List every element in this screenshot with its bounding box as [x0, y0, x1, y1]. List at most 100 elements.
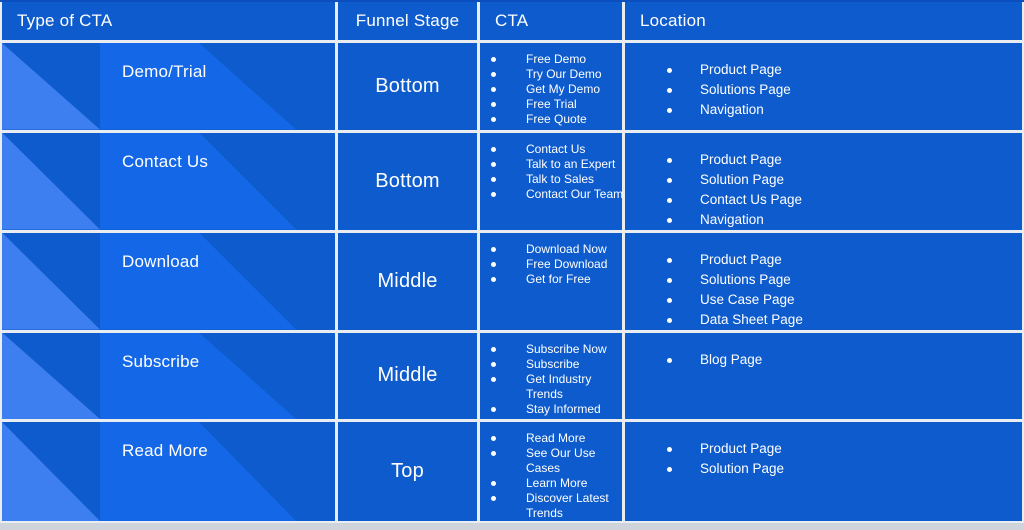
cta-item: Talk to an Expert: [491, 157, 622, 172]
bullet-icon: [667, 217, 672, 223]
location-item: Solutions Page: [667, 270, 1022, 290]
cta-item-label: Contact Us: [526, 141, 586, 156]
location-item-label: Product Page: [700, 251, 782, 267]
type-of-cta-label: Read More: [122, 441, 208, 460]
bullet-icon: [491, 346, 496, 352]
type-of-cta-cell: Read More: [2, 422, 335, 521]
type-of-cta-cell: Download: [2, 232, 335, 330]
bullet-icon: [491, 436, 496, 441]
cta-item: Download Now: [491, 242, 622, 257]
cta-item-label: Download Now: [526, 241, 607, 256]
location-item: Product Page: [667, 250, 1022, 270]
location-item: Product Page: [667, 439, 1022, 459]
type-of-cta-label: Contact Us: [122, 151, 209, 171]
location-cell: Blog Page: [625, 332, 1022, 419]
funnel-stage-cell: Middle: [338, 332, 477, 419]
location-item-label: Product Page: [700, 151, 782, 167]
location-item-label: Product Page: [700, 441, 782, 456]
cta-item: Free Download: [491, 257, 622, 272]
cta-item: Subscribe: [491, 357, 622, 372]
bullet-icon: [491, 146, 496, 152]
cta-item-label: Learn More: [526, 476, 588, 490]
bullet-icon: [667, 68, 672, 73]
cta-item-label: Talk to an Expert: [526, 156, 616, 171]
location-item: Data Sheet Page: [667, 310, 1022, 330]
type-of-cta-label: Download: [122, 251, 200, 271]
location-item-label: Navigation: [700, 211, 764, 227]
cta-item-label: See Our Use Cases: [526, 446, 596, 475]
cta-item-label: Subscribe: [526, 356, 580, 371]
location-item: Blog Page: [667, 350, 1022, 370]
location-item-label: Solution Page: [700, 461, 785, 476]
location-item: Product Page: [667, 60, 1022, 80]
cta-item: Subscribe Now: [491, 342, 622, 357]
bullet-icon: [491, 117, 496, 122]
location-item: Navigation: [667, 100, 1022, 120]
location-item-label: Product Page: [700, 62, 782, 77]
bullet-icon: [667, 297, 672, 303]
column-header-label: CTA: [495, 11, 529, 30]
bullet-icon: [667, 467, 672, 472]
cta-item-label: Get for Free: [526, 271, 591, 286]
cta-item-label: Read More: [526, 431, 586, 445]
location-item-label: Blog Page: [700, 351, 763, 367]
cta-item-label: Free Trial: [526, 97, 577, 111]
funnel-stage-label: Bottom: [375, 169, 440, 192]
location-item-label: Solutions Page: [700, 271, 791, 287]
cta-item: Try Our Demo: [491, 67, 622, 82]
bullet-icon: [491, 57, 496, 62]
cta-item-label: Free Download: [526, 256, 608, 271]
location-item-label: Navigation: [700, 102, 764, 117]
cta-item: Get My Demo: [491, 82, 622, 97]
bullet-icon: [491, 87, 496, 92]
cta-item: Talk to Sales: [491, 172, 622, 187]
cta-item: See Our Use Cases: [491, 446, 622, 476]
bullet-icon: [667, 108, 672, 113]
location-item-label: Use Case Page: [700, 291, 795, 307]
bullet-icon: [491, 246, 496, 252]
funnel-stage-cell: Middle: [338, 232, 477, 330]
column-header-funnel-stage: Funnel Stage: [338, 2, 477, 40]
cta-item: Get Industry Trends: [491, 372, 622, 402]
cta-item-label: Free Demo: [526, 52, 587, 66]
cta-item: Read More: [491, 431, 622, 446]
cta-item-label: Free Quote: [526, 112, 587, 126]
bullet-icon: [491, 406, 496, 412]
cta-item: Stay Informed: [491, 402, 622, 417]
bullet-icon: [491, 102, 496, 107]
bullet-icon: [667, 317, 672, 323]
column-header-cta: CTA: [480, 2, 622, 40]
bullet-icon: [667, 157, 672, 163]
type-of-cta-label: Subscribe: [122, 351, 200, 371]
location-item: Navigation: [667, 210, 1022, 230]
cta-item: Get for Free: [491, 272, 622, 287]
bullet-icon: [491, 176, 496, 182]
cta-item: Contact Our Team: [491, 187, 623, 202]
location-item-label: Solutions Page: [700, 82, 791, 97]
bullet-icon: [491, 261, 496, 267]
bullet-icon: [491, 481, 496, 486]
funnel-stage-label: Top: [391, 460, 424, 482]
type-of-cta-cell: Subscribe: [2, 332, 335, 419]
page-bottom-strip: [0, 523, 1024, 530]
location-item-label: Data Sheet Page: [700, 311, 803, 327]
bullet-icon: [667, 88, 672, 93]
bullet-icon: [667, 277, 672, 283]
cta-item-label: Discover Latest Trends: [526, 491, 609, 520]
bullet-icon: [491, 361, 496, 367]
bullet-icon: [491, 191, 496, 197]
